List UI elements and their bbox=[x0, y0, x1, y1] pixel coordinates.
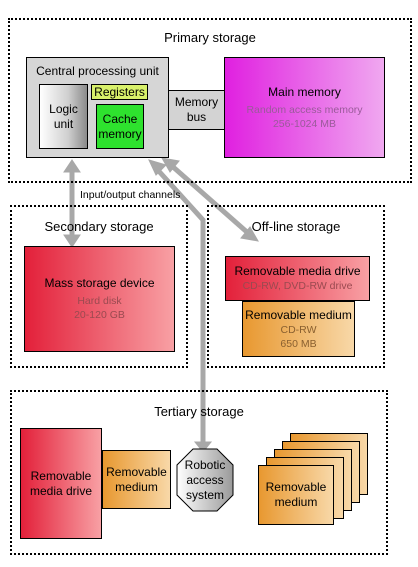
cpu-title: Central processing unit bbox=[36, 64, 159, 78]
tertiary-storage-title: Tertiary storage bbox=[154, 404, 244, 419]
registers-box: Registers bbox=[91, 84, 148, 100]
mass-storage-title: Mass storage device bbox=[44, 276, 155, 290]
primary-storage-title: Primary storage bbox=[164, 30, 256, 45]
stack-medium-label: Removable medium bbox=[265, 480, 327, 509]
media-stack-front: Removable medium bbox=[258, 465, 334, 525]
main-memory-box: Main memory Random access memory 256-102… bbox=[224, 57, 385, 158]
offline-storage-title: Off-line storage bbox=[251, 219, 341, 234]
logic-unit-label: Logic unit bbox=[49, 101, 78, 131]
tertiary-removable-medium: Removable medium bbox=[102, 450, 171, 509]
primary-storage-region: Primary storage bbox=[8, 18, 412, 183]
io-channels-label: Input/output channels bbox=[80, 189, 181, 201]
secondary-storage-region: Secondary storage bbox=[10, 205, 188, 368]
offline-removable-medium: Removable medium CD-RW 650 MB bbox=[242, 301, 355, 357]
robotic-access-label: Robotic access system bbox=[184, 457, 226, 502]
robotic-access-label-wrap: Robotic access system bbox=[176, 448, 234, 512]
offline-medium-title: Removable medium bbox=[245, 307, 352, 322]
tertiary-storage-region: Tertiary storage bbox=[10, 390, 388, 555]
offline-drive-title: Removable media drive bbox=[234, 264, 361, 278]
offline-storage-region: Off-line storage bbox=[207, 205, 385, 368]
cache-memory-box: Cache memory bbox=[96, 104, 144, 149]
memory-bus: Memory bus bbox=[169, 90, 224, 130]
main-memory-line1: Random access memory bbox=[246, 103, 363, 116]
tertiary-drive-label: Removable media drive bbox=[29, 468, 93, 498]
registers-label: Registers bbox=[94, 84, 145, 99]
tertiary-media-drive: Removable media drive bbox=[20, 428, 102, 539]
memory-bus-label: Memory bus bbox=[174, 95, 219, 124]
robotic-access-system bbox=[176, 448, 234, 512]
mass-storage-line2: 20-120 GB bbox=[74, 309, 125, 321]
cache-memory-label: Cache memory bbox=[98, 111, 142, 141]
offline-medium-line2: 650 MB bbox=[280, 337, 317, 350]
tertiary-medium-label: Removable medium bbox=[106, 464, 167, 494]
offline-medium-line1: CD-RW bbox=[280, 323, 317, 336]
offline-drive-sub: CD-RW, DVD-RW drive bbox=[242, 280, 353, 292]
main-memory-line2: 256-1024 MB bbox=[272, 117, 337, 130]
offline-media-drive: Removable media drive CD-RW, DVD-RW driv… bbox=[225, 256, 370, 301]
mass-storage-line1: Hard disk bbox=[77, 295, 122, 307]
logic-unit: Logic unit bbox=[39, 84, 88, 149]
main-memory-title: Main memory bbox=[268, 84, 341, 99]
mass-storage-device: Mass storage device Hard disk 20-120 GB bbox=[24, 246, 175, 352]
secondary-storage-title: Secondary storage bbox=[44, 219, 154, 234]
